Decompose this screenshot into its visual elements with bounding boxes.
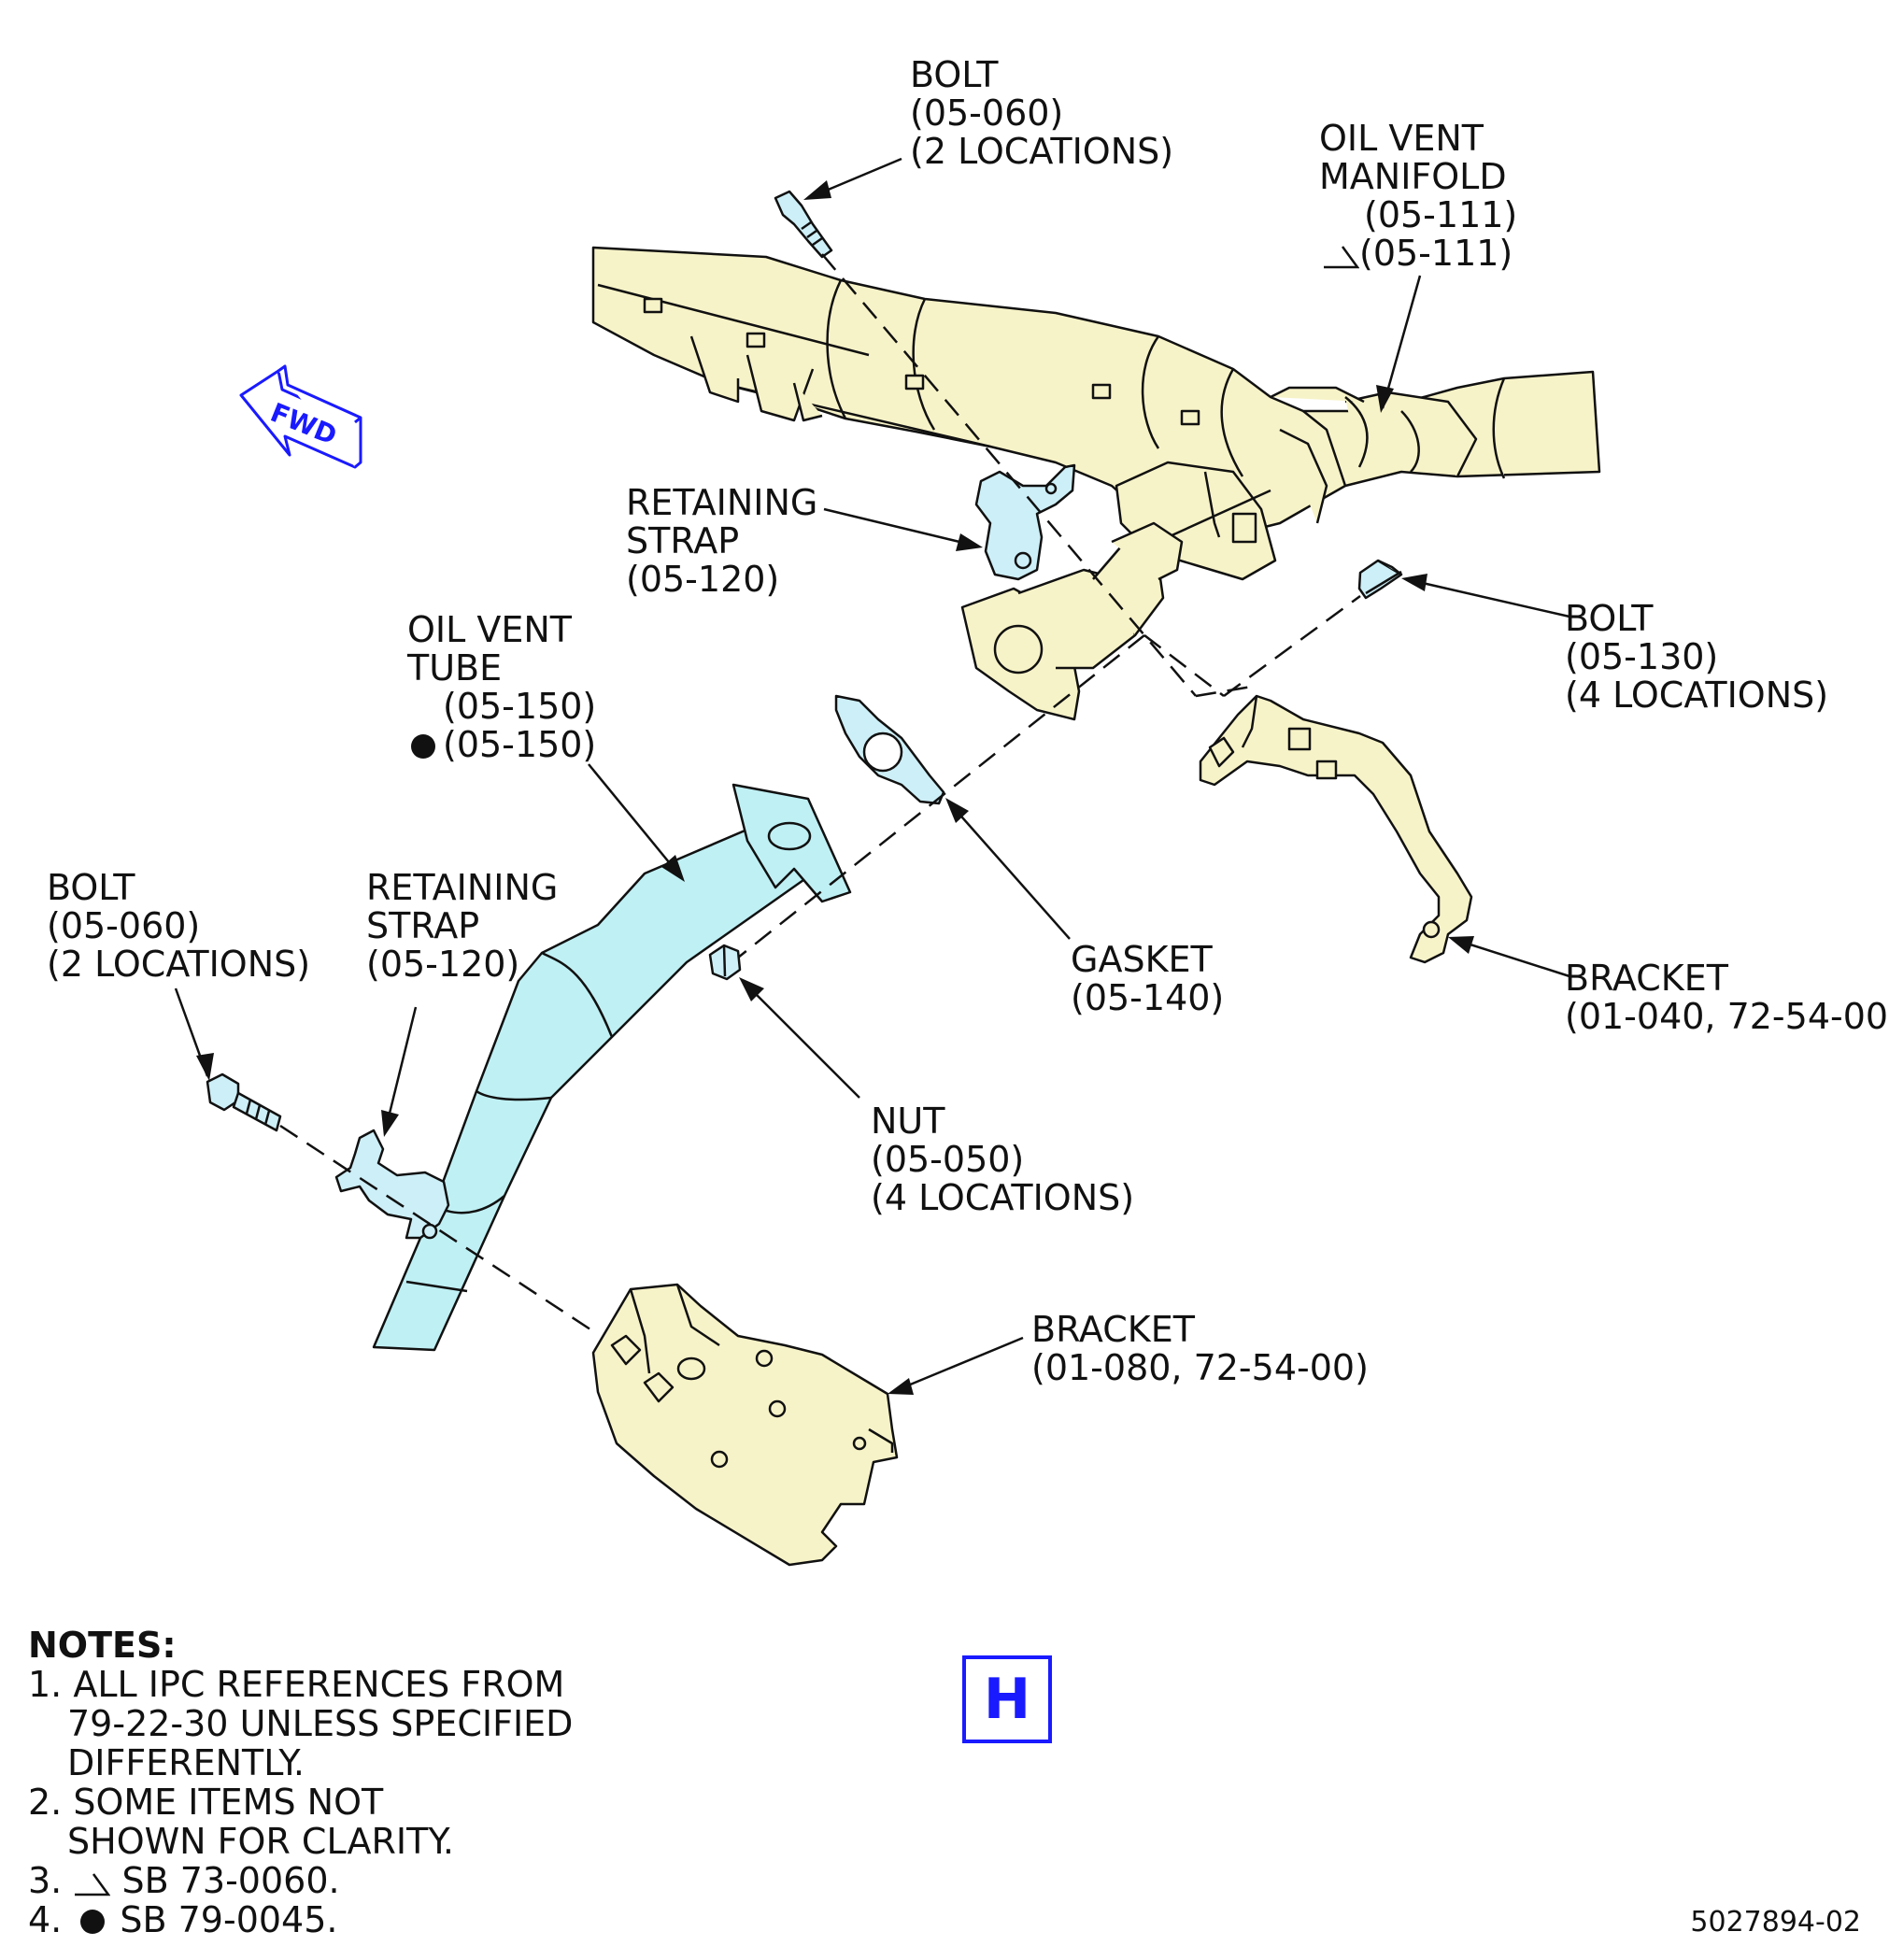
sb-triangle-icon [1324, 246, 1359, 269]
retaining-strap-left [334, 1129, 450, 1240]
oil-vent-tube [372, 783, 852, 1352]
note-2: 2. SOME ITEMS NOT [28, 1782, 384, 1823]
notes-heading: NOTES: [28, 1625, 177, 1666]
nut [708, 944, 742, 981]
note-3: 3. SB 73-0060. [28, 1860, 340, 1901]
bolt-left [206, 1072, 282, 1132]
gasket [834, 694, 945, 805]
bracket-right [1199, 694, 1473, 964]
label-bracket-bottom: BRACKET (01-080, 72-54-00) [1031, 1309, 1369, 1388]
bolt-right [1357, 559, 1403, 600]
sb-triangle-icon [75, 1873, 111, 1896]
leader-lines [174, 157, 1570, 1394]
alignment-lines [279, 253, 1361, 1333]
label-bolt-right: BOLT (05-130) (4 LOCATIONS) [1565, 598, 1829, 716]
label-bracket-right: BRACKET (01-040, 72-54-00) [1565, 958, 1889, 1037]
label-oil-vent-manifold: OIL VENT MANIFOLD (05-111) (05-111) [1319, 118, 1518, 274]
sb-dot-icon [411, 734, 435, 759]
retaining-strap-top [974, 463, 1076, 581]
notes-block: NOTES: 1. ALL IPC REFERENCES FROM 79-22-… [28, 1625, 574, 1940]
label-nut: NUT (05-050) (4 LOCATIONS) [871, 1101, 1135, 1218]
sheet-marker: H [962, 1655, 1052, 1743]
sb-dot-icon [80, 1910, 106, 1934]
label-retaining-strap-top: RETAINING STRAP (05-120) [626, 482, 818, 600]
manifold-outlet-flange [960, 521, 1184, 721]
oil-vent-manifold [591, 246, 1601, 581]
note-1: 1. ALL IPC REFERENCES FROM [28, 1664, 565, 1705]
bracket-bottom [591, 1283, 899, 1567]
arrowheads [196, 180, 1474, 1395]
note-4: 4. SB 79-0045. [28, 1899, 338, 1940]
label-oil-vent-tube: OIL VENT TUBE (05-150) (05-150) [407, 609, 597, 765]
label-gasket: GASKET (05-140) [1071, 939, 1225, 1018]
label-bolt-left: BOLT (05-060) (2 LOCATIONS) [47, 867, 311, 985]
label-bolt-top: BOLT (05-060) (2 LOCATIONS) [910, 54, 1174, 172]
document-number: 5027894-02 [1690, 1906, 1861, 1939]
label-retaining-strap-left: RETAINING STRAP (05-120) [366, 867, 559, 985]
bolt-top [774, 190, 833, 259]
fwd-arrow-icon [239, 364, 362, 469]
